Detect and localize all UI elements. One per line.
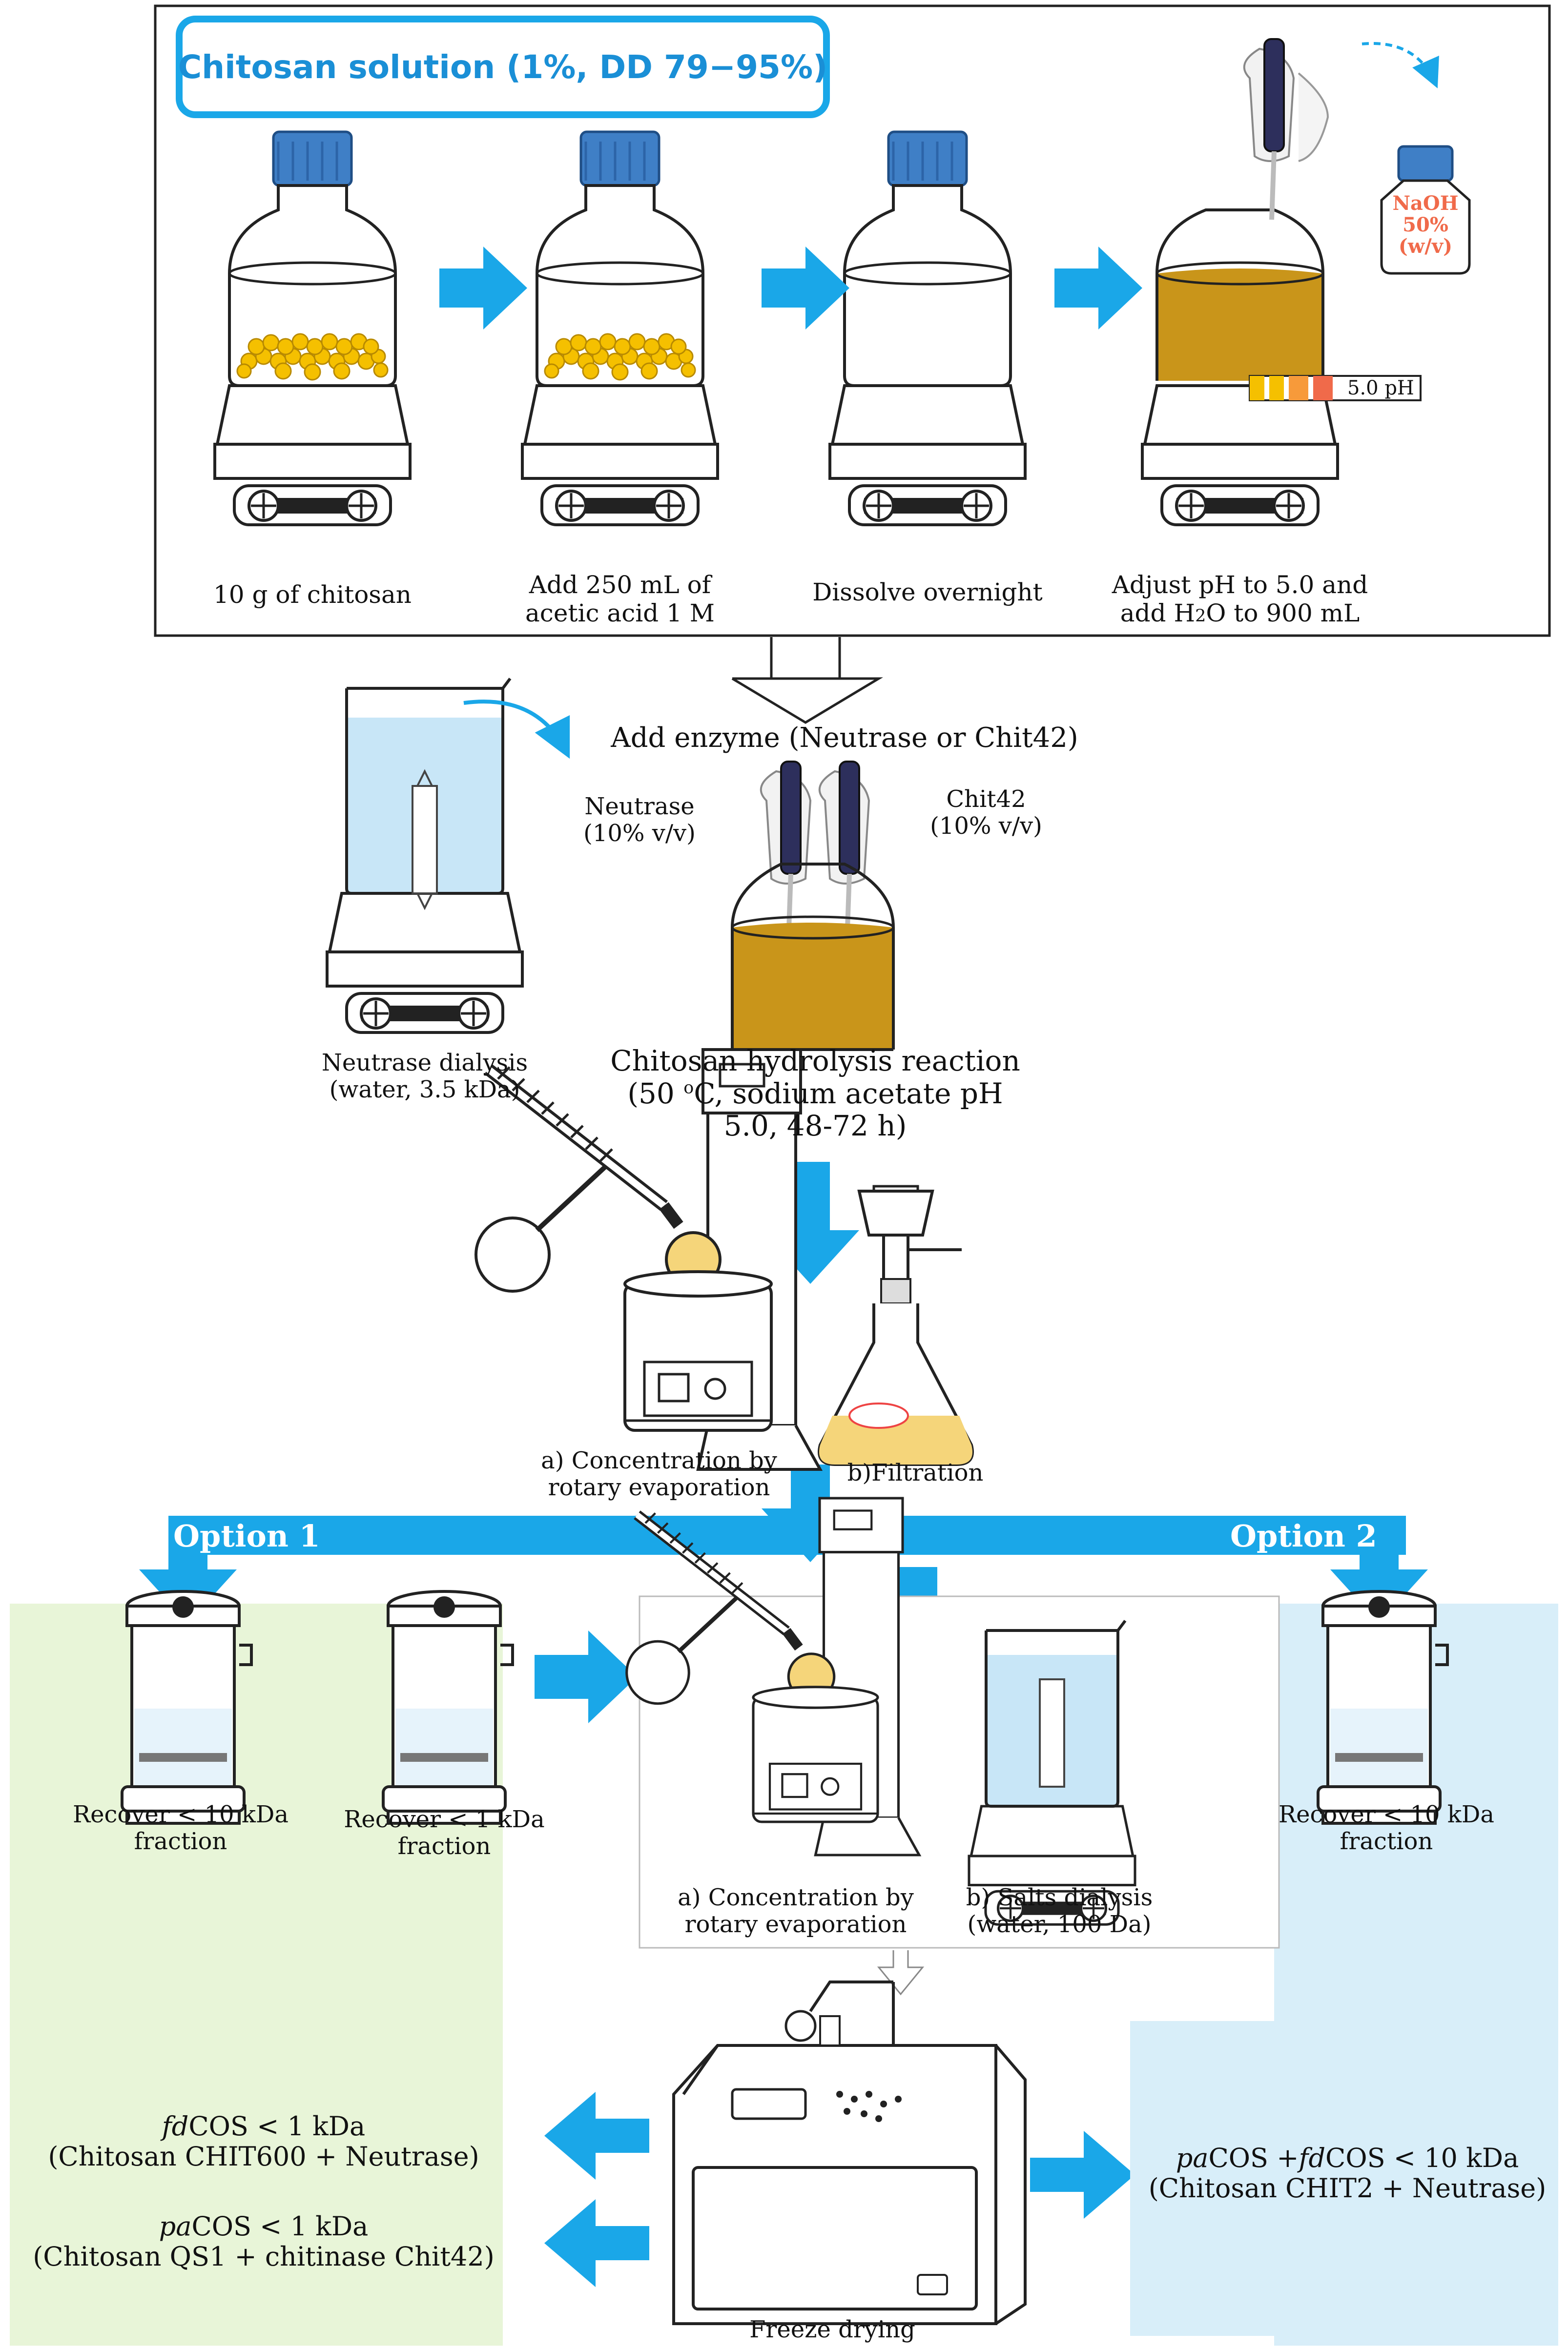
recover1-line2: fraction — [397, 1833, 491, 1860]
step4-line2-pre: add H — [1120, 598, 1196, 627]
result2-line1: paCOS < 1 kDa — [29, 2211, 498, 2242]
step4-bottle — [1142, 208, 1422, 525]
concentration-label: a) Concentration by rotary evaporation — [522, 1447, 796, 1501]
option2-panel — [1130, 1604, 1558, 2346]
step4-label: Adjust pH to 5.0 and add H2O to 900 mL — [1093, 571, 1386, 627]
naoh-label: NaOH 50% (w/v) — [1382, 193, 1469, 257]
step3-label: Dissolve overnight — [810, 578, 1045, 607]
chit42-line2: (10% v/v) — [930, 812, 1042, 840]
recover1-label: Recover < 1 kDa fraction — [317, 1806, 571, 1860]
step4-line1: Adjust pH to 5.0 and — [1112, 571, 1368, 599]
filtration-flask — [818, 1185, 974, 1466]
step4-line2-post: O to 900 mL — [1206, 598, 1360, 627]
result3-mid: COS + — [1208, 2143, 1299, 2173]
result3-line2: (Chitosan CHIT2 + Neutrase) — [1148, 2173, 1547, 2204]
dialysis-line1: Neutrase dialysis — [321, 1049, 528, 1076]
neutrase-line1: Neutrase — [584, 793, 695, 820]
recover10-label: Recover < 10 kDa fraction — [54, 1801, 308, 1855]
center-panel — [639, 1595, 1280, 1949]
freeze-label: Freeze drying — [749, 2316, 915, 2343]
title-box: Chitosan solution (1%, DD 79−95%) — [176, 16, 830, 118]
step3-bottle — [830, 132, 1025, 525]
hollow-arrow — [731, 637, 884, 724]
hydrolysis-line2: (50 oC, sodium acetate pH — [576, 1077, 1054, 1110]
recover10-line1: Recover < 10 kDa — [72, 1801, 289, 1828]
hydrolysis-line3: 5.0, 48-72 h) — [723, 1109, 907, 1143]
recover10b-line2: fraction — [1340, 1828, 1433, 1856]
ph-strip-label: 5.0 pH — [1347, 377, 1414, 399]
result2: paCOS < 1 kDa (Chitosan QS1 + chitinase … — [29, 2211, 498, 2272]
step1-label: 10 g of chitosan — [195, 580, 430, 609]
hydrolysis-label: Chitosan hydrolysis reaction (50 oC, sod… — [576, 1045, 1054, 1142]
naoh-line3: (w/v) — [1398, 235, 1453, 258]
uf-cell-1kda — [383, 1591, 513, 1823]
chit42-label: Chit42 (10% v/v) — [913, 785, 1059, 840]
salts-line1: b) Salts dialysis — [966, 1884, 1153, 1911]
dialysis-label: Neutrase dialysis (water, 3.5 kDa) — [293, 1049, 557, 1104]
step2-label: Add 250 mL of acetic acid 1 M — [503, 571, 737, 627]
step2-bottle — [522, 132, 718, 525]
salts-line2: (water, 100 Da) — [967, 1911, 1152, 1939]
recover1-line1: Recover < 1 kDa — [344, 1806, 545, 1833]
result1-rest: COS < 1 kDa — [188, 2111, 366, 2142]
neutrase-line2: (10% v/v) — [583, 820, 696, 847]
hydrolysis-bottle — [731, 762, 895, 1051]
step4-line2-sub: 2 — [1195, 606, 1206, 626]
concentration2-label: a) Concentration by rotary evaporation — [664, 1884, 928, 1938]
naoh-line2: 50% — [1403, 213, 1448, 236]
recover10b-line1: Recover < 10 kDa — [1278, 1801, 1495, 1828]
naoh-pipette — [1244, 39, 1439, 220]
neutrase-label: Neutrase (10% v/v) — [566, 793, 713, 847]
freeze-dryer — [672, 1981, 1027, 2325]
result2-italic: pa — [159, 2211, 192, 2242]
hydrolysis-line2-post: C, sodium acetate pH — [694, 1076, 1003, 1110]
result1: fdCOS < 1 kDa (Chitosan CHIT600 + Neutra… — [29, 2111, 498, 2172]
option2-label: Option 2 — [1230, 1518, 1377, 1554]
option1-label: Option 1 — [173, 1518, 320, 1554]
dialysis-line2: (water, 3.5 kDa) — [329, 1076, 520, 1104]
step1-text: 10 g of chitosan — [213, 580, 412, 609]
hydrolysis-line1: Chitosan hydrolysis reaction — [610, 1044, 1020, 1077]
result3-rest: COS < 10 kDa — [1325, 2143, 1519, 2173]
result3-italic1: pa — [1176, 2143, 1209, 2173]
result1-line2: (Chitosan CHIT600 + Neutrase) — [48, 2141, 479, 2172]
step2-line1: Add 250 mL of — [529, 571, 711, 599]
concentration2-line2: rotary evaporation — [684, 1911, 907, 1939]
step4-line2: add H2O to 900 mL — [1093, 599, 1386, 628]
result3-line1: paCOS +fdCOS < 10 kDa — [1133, 2143, 1562, 2173]
uf-cell-10kda-opt2 — [1318, 1591, 1447, 1823]
result2-line2: (Chitosan QS1 + chitinase Chit42) — [33, 2241, 495, 2272]
hydrolysis-line2-sup: o — [683, 1078, 694, 1098]
recover10-line2: fraction — [134, 1828, 227, 1856]
hydrolysis-line2-pre: (50 — [627, 1076, 684, 1110]
result3: paCOS +fdCOS < 10 kDa (Chitosan CHIT2 + … — [1133, 2143, 1562, 2204]
diagram-title: Chitosan solution (1%, DD 79−95%) — [178, 48, 828, 86]
small-hollow-arrow — [877, 1950, 925, 1996]
dialysis-beaker — [327, 679, 570, 1032]
recover10b-label: Recover < 10 kDa fraction — [1259, 1801, 1513, 1855]
enzyme-header: Add enzyme (Neutrase or Chit42) — [611, 722, 1078, 754]
filtration-label: b)Filtration — [847, 1459, 984, 1486]
step2-line2: acetic acid 1 M — [525, 598, 715, 627]
concentration-line1: a) Concentration by — [541, 1447, 777, 1474]
step3-text: Dissolve overnight — [812, 578, 1043, 606]
uf-cell-10kda — [122, 1591, 251, 1823]
result2-rest: COS < 1 kDa — [191, 2211, 369, 2242]
naoh-line1: NaOH — [1392, 192, 1459, 215]
result1-line1: fdCOS < 1 kDa — [29, 2111, 498, 2142]
chit42-line1: Chit42 — [946, 785, 1026, 813]
concentration2-line1: a) Concentration by — [678, 1884, 914, 1911]
result3-italic2: fd — [1299, 2143, 1326, 2173]
salts-label: b) Salts dialysis (water, 100 Da) — [937, 1884, 1181, 1938]
result1-italic: fd — [162, 2111, 189, 2142]
naoh-bottle — [1380, 145, 1471, 275]
salts-dialysis-beaker — [969, 1620, 1135, 1924]
concentration-line2: rotary evaporation — [548, 1474, 770, 1502]
